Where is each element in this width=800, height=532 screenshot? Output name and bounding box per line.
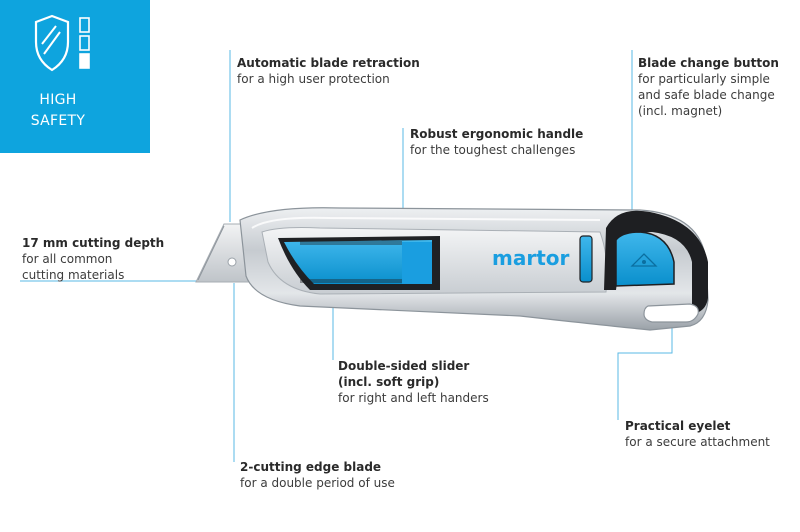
callout-title: Practical eyelet: [625, 419, 731, 433]
leader-eyelet: [617, 318, 673, 420]
callout-subtitle: for a high user protection: [237, 72, 390, 86]
callout-depth: 17 mm cutting depth for all common cutti…: [22, 235, 164, 283]
leader-lines: [20, 50, 673, 462]
callout-title: Blade change button: [638, 56, 779, 70]
callout-subtitle: for all common: [22, 252, 113, 266]
callout-blade-change: Blade change button for particularly sim…: [638, 55, 779, 119]
slider: [278, 236, 440, 290]
callout-title: Automatic blade retraction: [237, 56, 420, 70]
callout-title: 2-cutting edge blade: [240, 460, 382, 474]
callout-blade: 2-cutting edge blade for a double period…: [240, 459, 395, 491]
callout-title: 17 mm cutting depth: [22, 236, 165, 250]
callout-subtitle: for right and left handers: [338, 391, 489, 405]
callout-subtitle: and safe blade change: [638, 88, 775, 102]
callout-retraction: Automatic blade retraction for a high us…: [237, 55, 420, 87]
callout-subtitle: for the toughest challenges: [410, 143, 576, 157]
eyelet: [643, 303, 699, 323]
callout-title: Double-sided slider: [338, 359, 470, 373]
callout-subtitle: (incl. magnet): [638, 104, 723, 118]
callout-title: (incl. soft grip): [338, 375, 440, 389]
callout-subtitle: for a double period of use: [240, 476, 395, 490]
callout-slider: Double-sided slider (incl. soft grip) fo…: [338, 358, 489, 406]
shield-icon: [34, 14, 90, 72]
badge-line2: SAFETY: [30, 113, 86, 129]
unlock-icon: [630, 253, 658, 267]
badge-line1: HIGH: [39, 92, 77, 108]
callout-subtitle: cutting materials: [22, 268, 125, 282]
blade-change-button: [615, 231, 675, 287]
callout-subtitle: for particularly simple: [638, 72, 770, 86]
callout-handle: Robust ergonomic handle for the toughest…: [410, 126, 583, 158]
badge-label: HIGH SAFETY: [0, 90, 116, 132]
blade-hole: [227, 257, 237, 267]
callout-title: Robust ergonomic handle: [410, 127, 584, 141]
high-safety-badge: HIGH SAFETY: [0, 0, 150, 153]
side-strip: [579, 235, 593, 283]
callout-subtitle: for a secure attachment: [625, 435, 770, 449]
martor-logo: martor: [492, 246, 570, 270]
callout-eyelet: Practical eyelet for a secure attachment: [625, 418, 770, 450]
